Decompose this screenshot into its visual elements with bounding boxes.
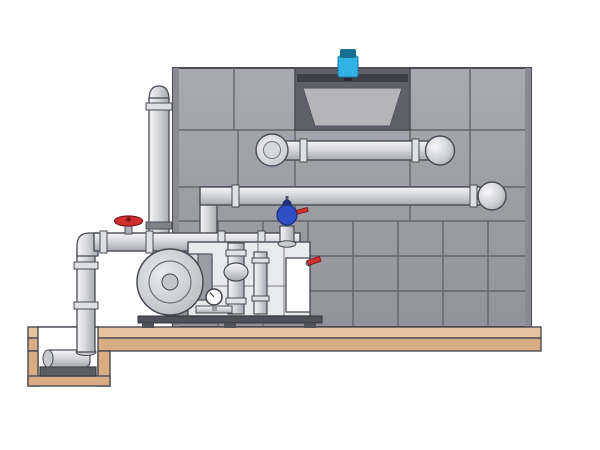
standpipe-dome-cap xyxy=(148,85,170,101)
skid-foot xyxy=(224,323,236,328)
middle-pipe-run xyxy=(199,186,491,206)
pump-skid xyxy=(136,196,323,328)
red-lever xyxy=(306,255,322,266)
flange-ring xyxy=(469,184,478,208)
floor-slab xyxy=(27,326,542,352)
face-flange-hub xyxy=(263,141,281,159)
flange-ring xyxy=(73,301,99,310)
floor-front-face xyxy=(27,337,542,352)
red-lever xyxy=(296,206,309,215)
floor-top-face xyxy=(27,326,542,339)
flange-ring xyxy=(73,261,99,270)
volute-hub xyxy=(161,273,179,291)
flange-ring xyxy=(231,184,240,208)
sump-pump-endcap xyxy=(42,349,54,368)
sphere-elbow xyxy=(424,135,456,166)
level-sensor xyxy=(337,49,359,81)
elbow-90 xyxy=(76,232,99,257)
flange-ring xyxy=(145,102,173,111)
drop-pipe xyxy=(73,232,99,356)
flange-ring xyxy=(411,138,420,163)
upper-pipe xyxy=(255,133,456,167)
base-rails xyxy=(137,315,323,328)
pressure-gauge xyxy=(205,288,223,311)
valve-handwheel-hub xyxy=(126,217,131,222)
basin-hopper xyxy=(302,87,403,127)
clamp-band xyxy=(145,221,173,230)
sphere-elbow xyxy=(477,181,507,211)
gauge-needle xyxy=(209,292,215,298)
pit-bottom xyxy=(27,375,111,387)
flange-ring xyxy=(251,257,270,264)
second-riser xyxy=(251,251,270,315)
flange-ring xyxy=(225,249,247,257)
skid-rail xyxy=(137,315,323,324)
tower-left-edge xyxy=(173,68,179,327)
volute-ring xyxy=(148,260,192,304)
flange-ring xyxy=(299,138,308,163)
sensor-cap xyxy=(340,49,356,58)
gauge-stem xyxy=(212,303,217,311)
tower-right-edge xyxy=(525,68,531,327)
control-cabinet xyxy=(285,257,311,313)
main-pump-volute xyxy=(136,248,204,316)
flange-ring xyxy=(225,297,247,305)
standpipe-run xyxy=(148,97,170,237)
prv-bonnet xyxy=(276,204,298,226)
basin-crossbar xyxy=(297,74,408,82)
sump-pump-base xyxy=(39,366,97,377)
discharge-riser xyxy=(223,242,249,315)
gate-valve-red xyxy=(113,215,144,235)
prv-blue xyxy=(276,196,298,248)
skid-foot xyxy=(142,323,154,328)
upper-pipe-run xyxy=(271,140,433,161)
flange-ring xyxy=(145,230,154,254)
check-valve xyxy=(223,262,249,282)
standpipe xyxy=(145,85,173,237)
drain-lever-red-upper xyxy=(296,206,309,215)
drain-lever-red-lower xyxy=(305,255,322,267)
top-basin xyxy=(294,67,411,131)
sensor-body xyxy=(337,55,359,78)
flange-ring xyxy=(99,230,108,254)
flange-ring xyxy=(251,295,270,302)
prv-flange xyxy=(277,240,297,248)
middle-pipe xyxy=(199,181,507,243)
skid-foot xyxy=(304,323,316,328)
